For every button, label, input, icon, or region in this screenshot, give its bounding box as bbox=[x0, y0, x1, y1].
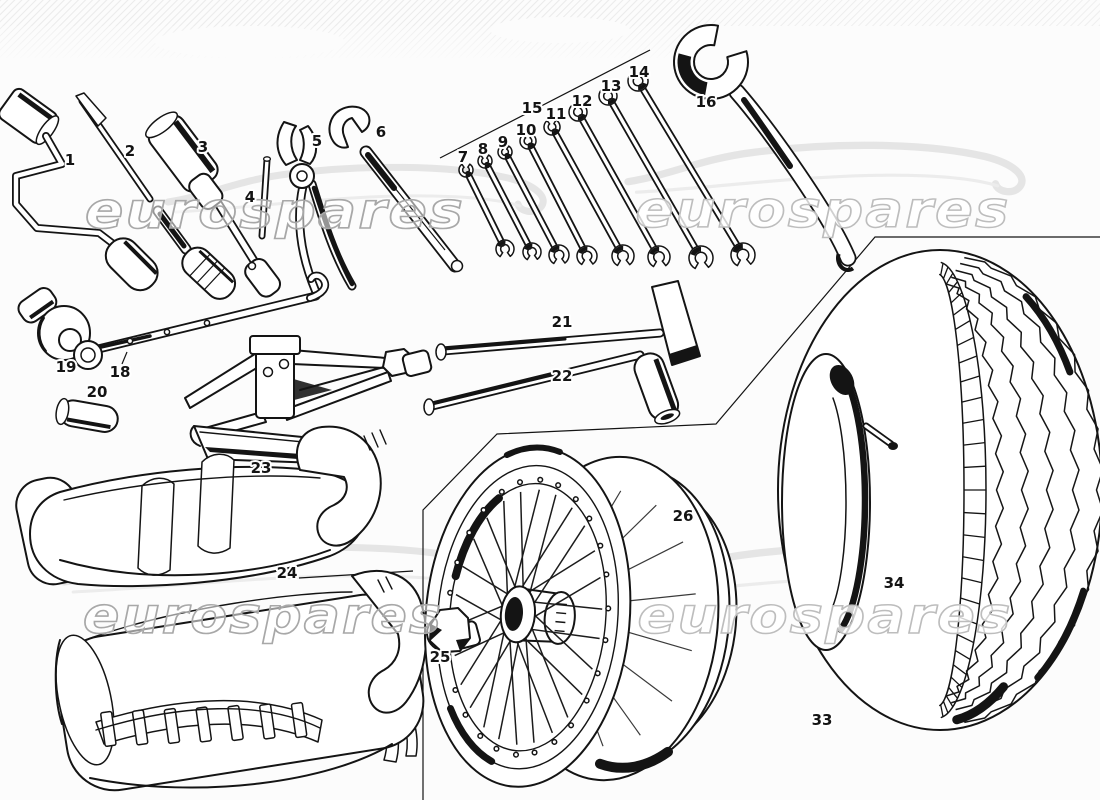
part-number-9: 9 bbox=[498, 133, 508, 151]
part-number-6: 6 bbox=[376, 123, 386, 141]
tool-open-wrench bbox=[328, 105, 464, 273]
part-number-26: 26 bbox=[673, 507, 694, 525]
part-number-7: 7 bbox=[458, 148, 468, 166]
tool-screwdriver-large bbox=[145, 111, 282, 298]
part-labels: 1 2 3 4 5 6 7 8 9 10 11 12 13 14 15 16 1… bbox=[54, 61, 907, 731]
part-number-19: 19 bbox=[56, 358, 77, 376]
part-number-20: 20 bbox=[87, 383, 108, 401]
part-number-10: 10 bbox=[516, 121, 537, 139]
tire bbox=[777, 249, 1100, 731]
part-number-21: 21 bbox=[552, 313, 573, 331]
wire-wheel bbox=[423, 444, 738, 788]
wrench-large bbox=[673, 24, 857, 272]
part-number-4: 4 bbox=[245, 188, 255, 206]
jack-ratchet-lever bbox=[17, 287, 103, 370]
watermark-text: eurospares bbox=[638, 587, 1013, 645]
jack-crank-grip bbox=[55, 397, 119, 433]
t-handle-hammer bbox=[435, 280, 701, 366]
part-number-12: 12 bbox=[572, 92, 593, 110]
knock-off-nut bbox=[426, 607, 481, 653]
part-number-33: 33 bbox=[812, 711, 833, 729]
watermark-band-1: eurospares eurospares bbox=[84, 180, 1011, 241]
part-number-2: 2 bbox=[125, 142, 135, 160]
wrench-set-bracket-line bbox=[439, 49, 651, 159]
tool-bag-large bbox=[54, 569, 428, 792]
tool-crank-handle bbox=[0, 87, 665, 412]
part-number-16: 16 bbox=[696, 93, 717, 111]
t-handle-socket bbox=[423, 352, 681, 425]
jack-handle-bar bbox=[126, 319, 211, 345]
part-number-25: 25 bbox=[430, 648, 451, 666]
tool-bag-roll bbox=[15, 425, 387, 588]
part-number-15: 15 bbox=[522, 99, 543, 117]
tool-drift-pin bbox=[258, 156, 272, 240]
scissor-jack bbox=[184, 335, 433, 464]
part-number-8: 8 bbox=[478, 140, 488, 158]
watermark-band-2: eurospares eurospares bbox=[82, 586, 1013, 646]
tool-screwdriver-small bbox=[75, 92, 237, 300]
paper-texture bbox=[0, 0, 1100, 64]
tool-pliers bbox=[276, 121, 318, 189]
part-number-5: 5 bbox=[312, 132, 322, 150]
part-number-18: 18 bbox=[110, 363, 131, 381]
part-number-11: 11 bbox=[546, 105, 567, 123]
part-number-1: 1 bbox=[65, 151, 75, 169]
part-number-3: 3 bbox=[198, 138, 208, 156]
part-number-24: 24 bbox=[277, 564, 298, 582]
watermark-text: eurospares bbox=[85, 182, 465, 240]
part-number-13: 13 bbox=[601, 77, 622, 95]
part-number-23: 23 bbox=[251, 459, 272, 477]
part-number-34: 34 bbox=[884, 574, 905, 592]
wrench-set bbox=[458, 71, 756, 270]
watermark-text: eurospares bbox=[83, 587, 443, 645]
part-number-22: 22 bbox=[552, 367, 573, 385]
inner-tube bbox=[781, 353, 898, 651]
part-number-14: 14 bbox=[629, 63, 650, 81]
watermark-text: eurospares bbox=[636, 181, 1011, 239]
